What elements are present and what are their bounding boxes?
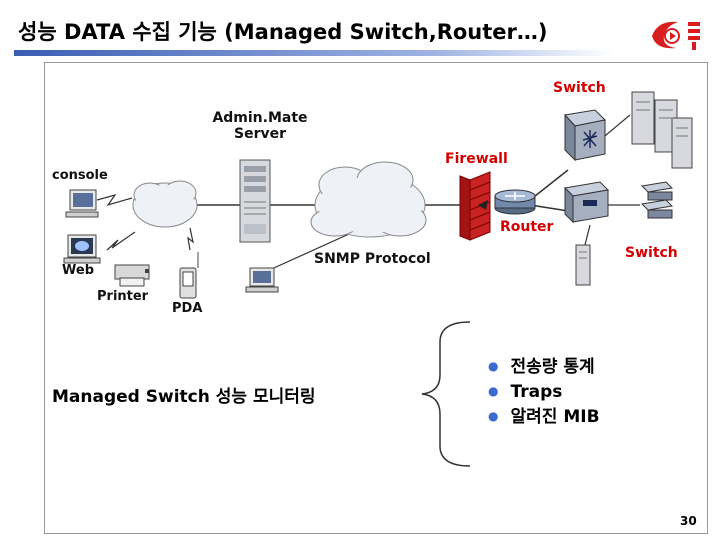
bottom-pc-icon [245,267,279,293]
router-label: Router [500,219,554,235]
router-icon [494,189,536,215]
web-label: Web [62,263,94,278]
internet-cloud-icon [310,161,427,238]
diagram-frame [44,62,708,534]
zigzag-pda [187,227,194,251]
link-router-switch-top [529,169,569,201]
wan-cloud-icon [132,180,198,228]
adminmate-label-line1: Admin.Mate [212,110,308,126]
pda-icon [179,252,199,299]
list-item: ●알려진 MIB [488,407,600,427]
page-title: 성능 DATA 수집 기능 (Managed Switch,Router…) [18,20,548,44]
grouping-brace [421,321,471,467]
bullet-icon: ● [488,409,499,423]
bullet-icon: ● [488,359,499,373]
monitoring-caption: Managed Switch 성능 모니터링 [52,387,316,407]
switch-top-label: Switch [553,80,606,96]
pda-label: PDA [172,301,203,316]
list-item: ●Traps [488,382,563,402]
switch-top-icon [564,109,607,162]
console-pc-icon [65,189,99,218]
printer-icon [114,264,150,287]
switch-right-label: Switch [625,245,678,261]
company-logo-icon [652,21,700,50]
link-switch-right-pc [584,224,591,246]
stacked-hosts-icon [640,181,674,219]
firewall-label: Firewall [445,151,508,167]
zigzag-console [96,193,133,207]
title-underline [14,50,614,56]
server-rack-top-icon [631,91,693,169]
console-label: console [52,168,108,183]
list-item: ●전송량 통계 [488,357,595,377]
adminmate-server-icon [239,159,271,243]
adminmate-server-label: Admin.Mate Server [200,110,320,142]
zigzag-web [106,231,136,251]
firewall-icon [459,171,491,241]
feature-list: ●전송량 통계 ●Traps ●알려진 MIB [488,355,600,430]
snmp-protocol-label: SNMP Protocol [314,251,431,267]
printer-label: Printer [97,289,149,304]
bullet-icon: ● [488,384,499,398]
adminmate-label-line2: Server [233,126,286,142]
web-pc-icon [63,234,101,264]
page-number: 30 [680,514,697,528]
right-pc-tower-icon [575,244,591,286]
switch-right-icon [563,181,610,224]
